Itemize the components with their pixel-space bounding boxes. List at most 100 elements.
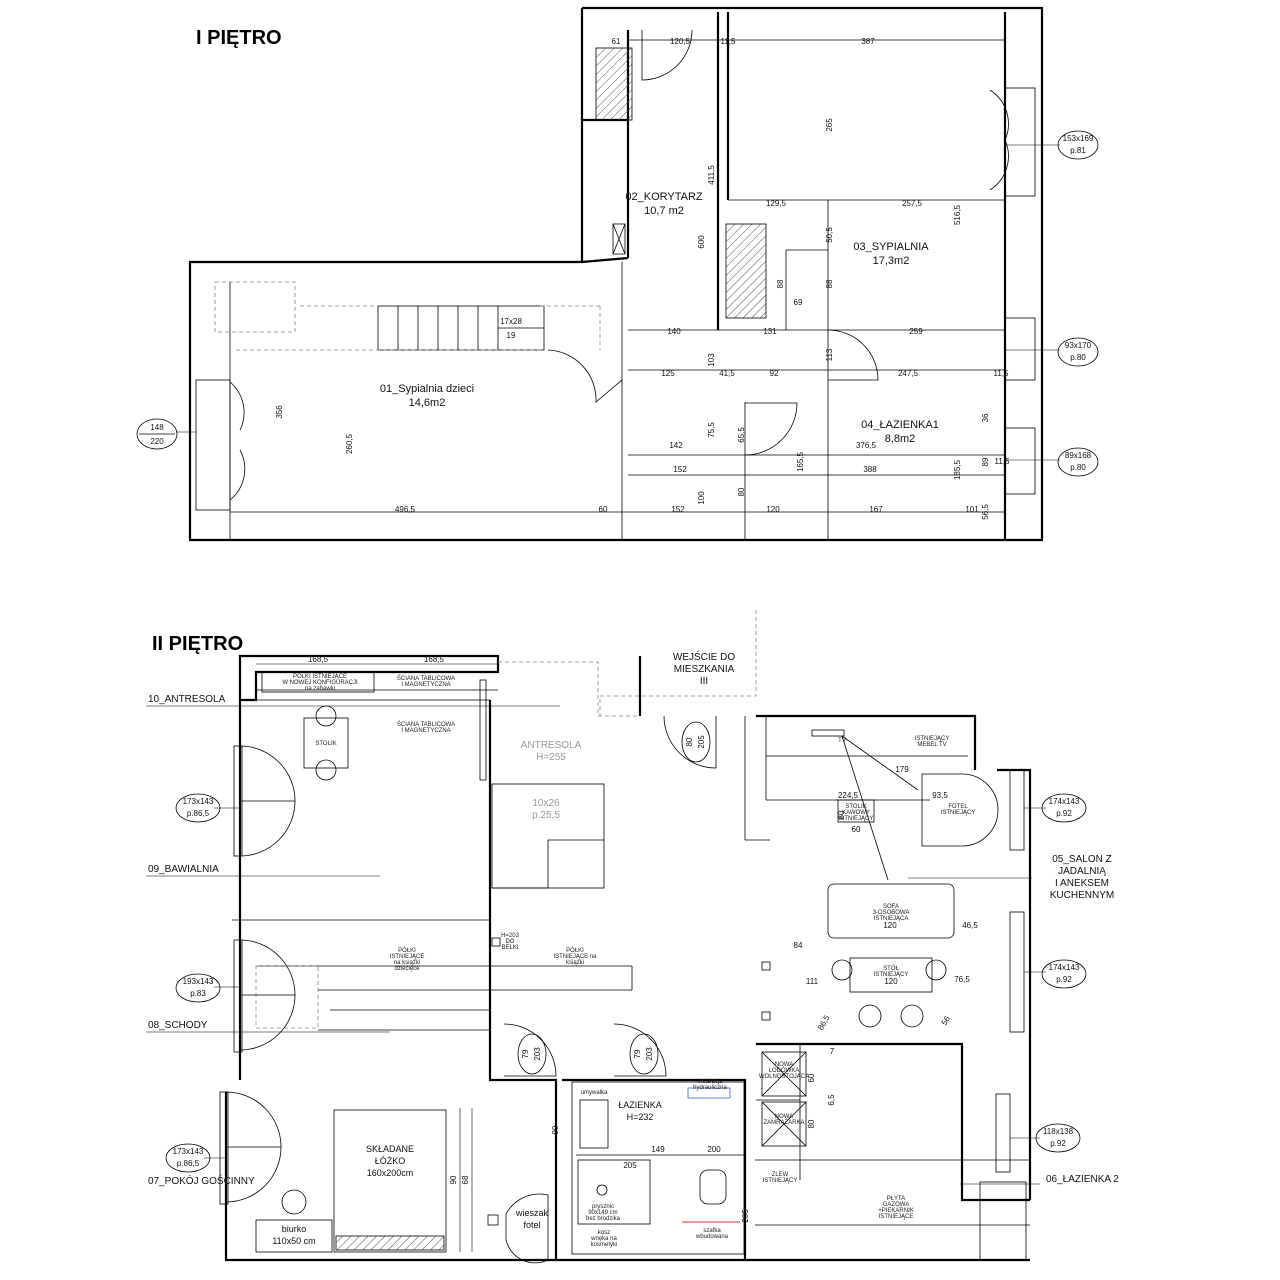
room-name-04: 04_ŁAZIENKA1 xyxy=(861,419,939,431)
cabinet-note: wbudowana xyxy=(695,1234,729,1240)
armchair xyxy=(505,1193,549,1264)
callout-08: 08_SCHODY xyxy=(148,1020,208,1031)
note-shelves: W NOWEJ KONFIGURACJI xyxy=(282,680,358,686)
view-line xyxy=(841,735,919,791)
entrance-label-line1: WEJŚCIE DO xyxy=(673,650,735,663)
stove-label: ISTNIEJĄCE xyxy=(879,1214,914,1220)
note-board: ŚCIANA TABLICOWA xyxy=(397,674,455,682)
basket-note: wnęka na xyxy=(590,1236,617,1242)
dim-label: 100 xyxy=(697,491,706,505)
dim-label: 65,5 xyxy=(737,427,746,443)
dim-label: 165,5 xyxy=(796,451,805,472)
dim-label: 101 xyxy=(965,505,979,514)
coffee-label: KAWOWY xyxy=(842,810,870,816)
desk xyxy=(255,1219,333,1253)
dim-label: 247,5 xyxy=(898,369,919,378)
stove-label: GAZOWA xyxy=(883,1202,909,1208)
window-size: 153x169 xyxy=(1063,134,1094,143)
room-name-01: 01_Sypialnia dzieci xyxy=(380,383,474,395)
freezer-label: NOWA xyxy=(775,1114,793,1120)
table-label: ISTNIEJĄCY xyxy=(874,972,909,978)
dim-label: 356 xyxy=(275,405,284,419)
dim-label: 152 xyxy=(673,465,687,474)
dim-label: 60 xyxy=(837,810,846,819)
dim-label: 92 xyxy=(770,369,779,378)
dim-label: 167 xyxy=(869,505,883,514)
cabinet-note: szafka xyxy=(703,1228,721,1234)
chair xyxy=(831,959,853,981)
antresola-name: ANTRESOLA xyxy=(521,740,582,751)
window-code: 220 xyxy=(150,437,164,446)
note-shelves: na zabawki xyxy=(305,686,335,692)
door xyxy=(225,1146,282,1203)
bathroom-2: umywalka ŁAZIENKA H=232 instalacja hydra… xyxy=(551,1079,750,1255)
dim-label: 76,5 xyxy=(954,975,970,984)
note-shelves: książki xyxy=(566,960,584,966)
room-name-02: 02_KORYTARZ xyxy=(625,191,703,203)
note-board: ŚCIANA TABLICOWA xyxy=(397,720,455,728)
kids-table: STOLIK xyxy=(303,705,349,781)
dim-label: 200 xyxy=(707,1145,721,1154)
chair xyxy=(900,1004,924,1028)
armchair xyxy=(921,773,999,847)
antresola-area: ANTRESOLA H=255 10x26 p.25,5 xyxy=(491,610,757,889)
callout-10: 10_ANTRESOLA xyxy=(148,694,226,705)
dim-label: 120 xyxy=(884,977,898,986)
window-size: 174x143 xyxy=(1049,797,1080,806)
window-code: p.86,5 xyxy=(177,1159,200,1168)
callout-05-line2: JADALNIĄ xyxy=(1058,866,1106,877)
window-sash xyxy=(229,381,246,501)
coat-label: wieszak xyxy=(515,1208,549,1218)
dim-label: 131 xyxy=(763,327,777,336)
room-area-04: 8,8m2 xyxy=(885,433,916,445)
armchair-label: ISTNIEJĄCY xyxy=(941,810,976,816)
note-shelves: PÓŁKI xyxy=(398,947,416,954)
chair xyxy=(925,959,947,981)
sofa-label: SOFA xyxy=(883,904,899,910)
table-label: STOLIK xyxy=(315,741,336,747)
door-tag xyxy=(517,1033,547,1075)
dim-label: 259 xyxy=(909,327,923,336)
door xyxy=(239,994,296,1051)
entrance-label-line3: III xyxy=(700,676,708,687)
callout-06: 06_ŁAZIENKA 2 xyxy=(1046,1174,1119,1185)
freezer-label: ZAMRAŻARKA xyxy=(763,1119,804,1126)
install-note: instalacja xyxy=(697,1079,723,1085)
dim-label: 224,5 xyxy=(838,791,859,800)
beam-marker xyxy=(761,961,771,971)
dim-label: 90 xyxy=(449,1175,458,1184)
stove-label: PŁYTA xyxy=(887,1196,906,1202)
window xyxy=(1004,87,1036,197)
beam-marker xyxy=(761,1011,771,1021)
sink-label: ISTNIEJĄCY xyxy=(763,1178,798,1184)
window-code: p.83 xyxy=(190,989,206,998)
view-line xyxy=(841,735,889,881)
antresola-code: p.25,5 xyxy=(532,810,560,821)
coffee-label: ISTNIEJĄCY xyxy=(839,816,874,822)
dim-label: 205 xyxy=(623,1161,637,1170)
window-size: 89x168 xyxy=(1065,451,1092,460)
door xyxy=(225,1091,282,1148)
drain xyxy=(596,1184,608,1196)
floor-2-windows: 173x143 p.86,5 193x143 p.83 173x143 p.86… xyxy=(165,745,1087,1261)
dim-label: 140 xyxy=(667,327,681,336)
door-width: 80 xyxy=(685,737,694,746)
washbasin-label: umywalka xyxy=(581,1090,608,1096)
floor-1-window-tags: 153x169 p.81 93x170 p.80 89x168 p.80 148… xyxy=(136,130,1099,477)
room-area-03: 17,3m2 xyxy=(873,255,910,267)
window-code: p.80 xyxy=(1070,353,1086,362)
sofa xyxy=(827,883,955,939)
dim-label: 50,5 xyxy=(825,227,834,243)
floor-2-outer-wall xyxy=(224,654,1032,1262)
window-size: 173x143 xyxy=(183,797,214,806)
dim-label: 75,5 xyxy=(707,422,716,438)
window xyxy=(233,939,243,1053)
note-shelves: na książki xyxy=(394,960,420,966)
note-shelves: ISTNIEJĄCE xyxy=(390,954,425,960)
window xyxy=(219,1091,229,1205)
shower-label: prysznic xyxy=(592,1204,614,1210)
window-size: 148 xyxy=(150,423,164,432)
living-room: TV ISTNIEJĄCY MEBEL TV 179 FOTEL ISTNIEJ… xyxy=(761,729,999,1106)
floor-1: I PIĘTRO xyxy=(136,6,1099,542)
